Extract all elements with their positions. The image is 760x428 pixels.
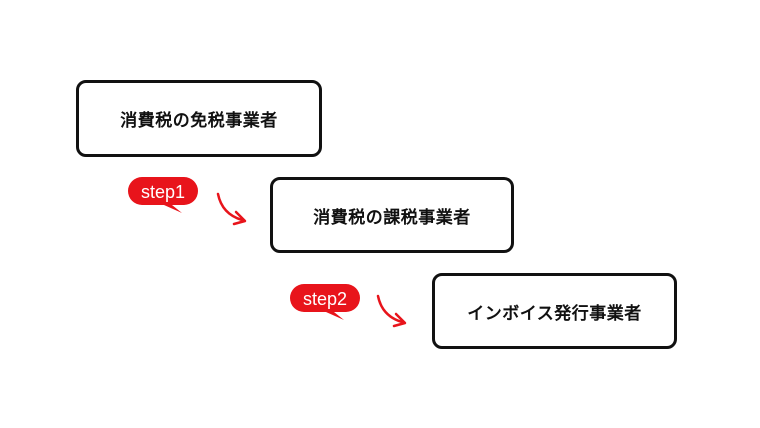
stage-box-label: 消費税の課税事業者	[313, 207, 471, 228]
step1-badge: step1	[128, 175, 202, 215]
speech-bubble-icon	[128, 177, 198, 213]
stage-box-label: インボイス発行事業者	[467, 303, 642, 324]
step2-label: step2	[302, 289, 348, 309]
speech-bubble-icon	[290, 284, 360, 320]
stage-box-tax-exempt: 消費税の免税事業者	[76, 80, 322, 157]
curved-arrow-icon	[216, 192, 247, 226]
stage-box-taxable: 消費税の課税事業者	[270, 177, 514, 253]
step2-badge: step2	[290, 282, 364, 322]
curved-arrow-icon	[376, 294, 407, 328]
stage-box-label: 消費税の免税事業者	[120, 111, 278, 131]
step1-label: step1	[140, 182, 186, 202]
stage-box-invoice-issuer: インボイス発行事業者	[432, 273, 677, 349]
